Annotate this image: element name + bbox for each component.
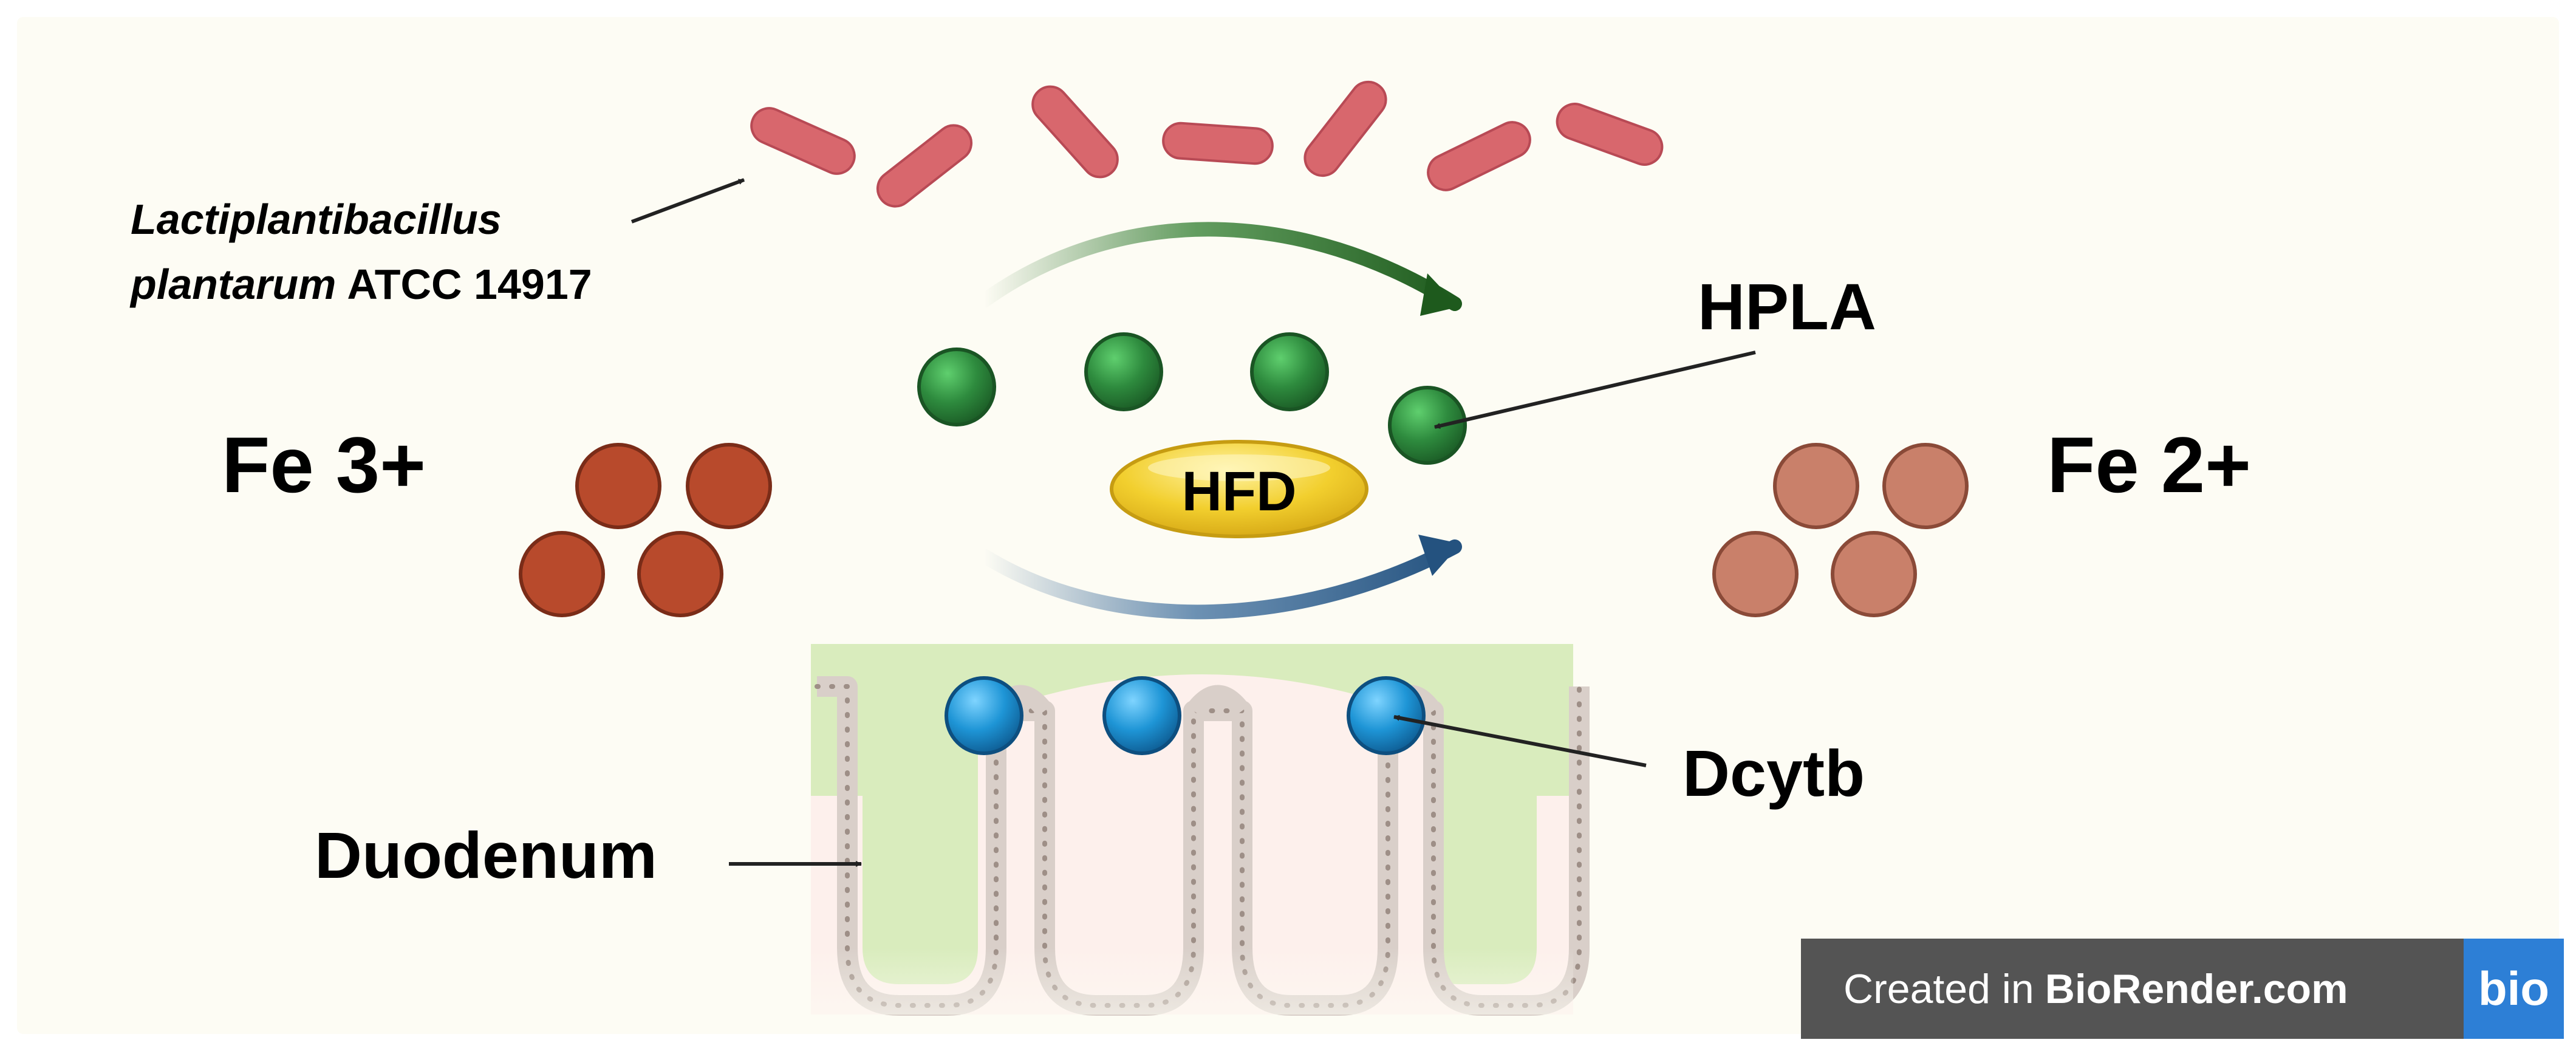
- hfd-highlight: [1148, 454, 1330, 481]
- biorender-logo-icon: bio: [2464, 939, 2564, 1039]
- blue-transporter-sphere-icon: [945, 676, 1023, 755]
- blue-transporter-sphere-icon: [1102, 676, 1181, 755]
- rod-bacterium-icon: [1031, 85, 1119, 179]
- iron-ion-sphere-icon: [1882, 443, 1969, 529]
- duodenum-label: Duodenum: [315, 818, 657, 892]
- blue-transporter-sphere-icon: [1347, 676, 1426, 755]
- bacteria-species: plantarum: [129, 261, 336, 308]
- iron-ion-sphere-icon: [575, 443, 661, 529]
- hfd-label: HFD: [1181, 460, 1296, 522]
- upper-flow-arrow: [977, 222, 1462, 311]
- lower-flow-arrowhead: [1418, 535, 1461, 576]
- dcytb-label: Dcytb: [1683, 736, 1865, 810]
- villi-fade: [811, 948, 1573, 1015]
- hpla-pointer-arrow: [1434, 351, 1756, 429]
- iron-ion-sphere-icon: [686, 443, 772, 529]
- biorender-badge[interactable]: Created in BioRender.com bio: [1801, 939, 2564, 1039]
- green-sphere-icon: [917, 347, 996, 426]
- hpla-label: HPLA: [1698, 270, 1876, 343]
- green-sphere-icon: [1084, 332, 1163, 411]
- upper-flow-arrowhead: [1420, 273, 1459, 316]
- fe2-label: Fe 2+: [2047, 420, 2251, 509]
- rod-bacterium-icon: [1303, 80, 1387, 177]
- iron-ion-sphere-icon: [1831, 531, 1917, 617]
- green-sphere-icon: [1388, 386, 1467, 465]
- bacteria-genus-label: Lactiplantibacillus: [131, 196, 502, 243]
- dcytb-group: [945, 676, 1426, 755]
- bacteria-pointer-arrow: [630, 178, 745, 224]
- iron-ion-sphere-icon: [519, 531, 605, 617]
- bacteria-group: [750, 80, 1664, 208]
- badge-brand: BioRender.com: [2045, 965, 2348, 1012]
- duodenum-villi: [811, 644, 1590, 1016]
- fe3-ion-cluster: [519, 443, 772, 617]
- lower-flow-arrow: [977, 539, 1462, 620]
- rod-bacterium-icon: [1427, 121, 1531, 191]
- bacteria-strain: ATCC 14917: [347, 261, 592, 308]
- iron-ion-sphere-icon: [637, 531, 723, 617]
- rod-bacterium-icon: [876, 124, 973, 208]
- badge-text: Created in BioRender.com: [1801, 939, 2464, 1039]
- fe3-label: Fe 3+: [222, 420, 426, 509]
- iron-ion-sphere-icon: [1773, 443, 1859, 529]
- iron-ion-sphere-icon: [1712, 531, 1799, 617]
- green-sphere-icon: [1250, 332, 1329, 411]
- dcytb-pointer-arrow: [1393, 714, 1647, 767]
- hpla-group: [917, 332, 1467, 465]
- rod-bacterium-icon: [1162, 122, 1274, 165]
- rod-bacterium-icon: [750, 107, 856, 175]
- badge-prefix: Created in: [1843, 965, 2034, 1012]
- rod-bacterium-icon: [1556, 103, 1664, 166]
- fe2-ion-cluster: [1712, 443, 1969, 617]
